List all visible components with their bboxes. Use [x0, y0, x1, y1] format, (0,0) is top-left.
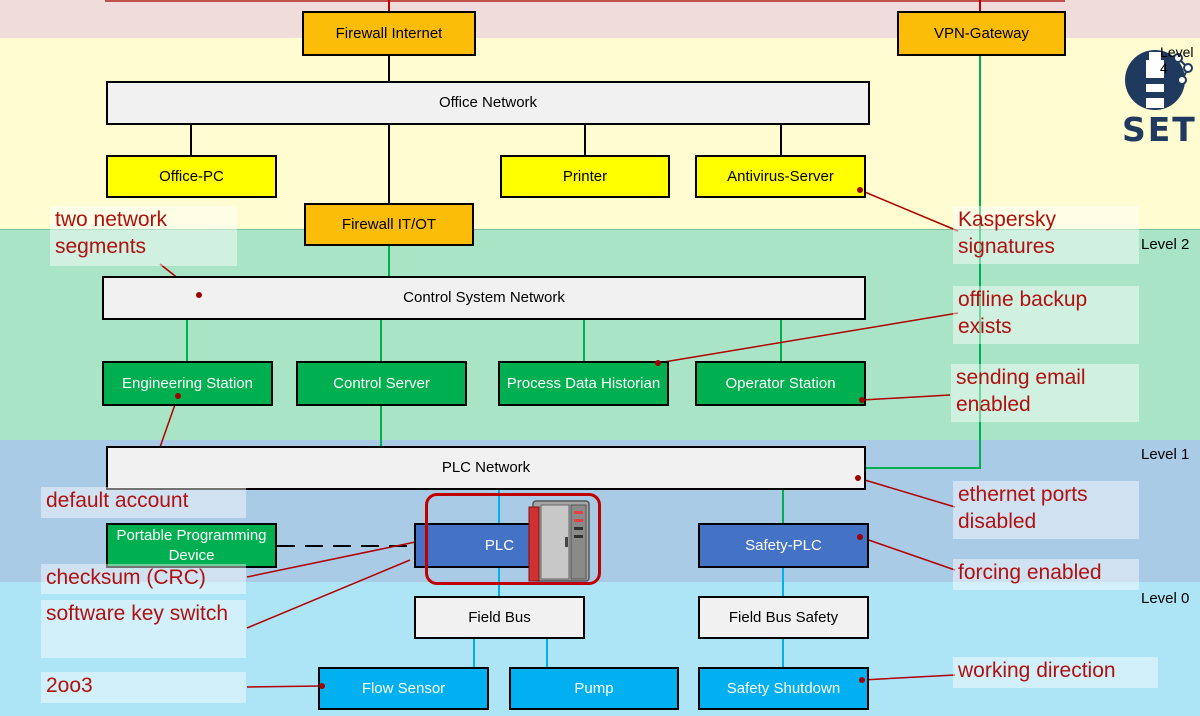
engineering-station[interactable]: Engineering Station	[102, 361, 273, 406]
firewall-internet[interactable]: Firewall Internet	[302, 11, 476, 56]
vpn-gateway[interactable]: VPN-Gateway	[897, 11, 1066, 56]
office-network[interactable]: Office Network	[106, 81, 870, 125]
control-system-network[interactable]: Control System Network	[102, 276, 866, 320]
safety-shutdown[interactable]: Safety Shutdown	[698, 667, 869, 710]
note-two-network-segments: two network segments	[50, 206, 237, 266]
note-checksum: checksum (CRC)	[41, 564, 246, 594]
level-0-label: Level 0	[1141, 590, 1190, 607]
field-bus[interactable]: Field Bus	[414, 596, 585, 639]
antivirus-server[interactable]: Antivirus-Server	[695, 155, 866, 198]
logo-text: SET	[1122, 110, 1197, 149]
field-bus-safety[interactable]: Field Bus Safety	[698, 596, 869, 639]
note-offline-backup: offline backup exists	[953, 286, 1139, 344]
note-forcing-enabled: forcing enabled	[953, 559, 1139, 590]
annotation-dot	[859, 677, 865, 683]
process-data-historian[interactable]: Process Data Historian	[498, 361, 669, 406]
level-2-label: Level 2	[1141, 236, 1190, 253]
annotation-dot	[857, 187, 863, 193]
note-sending-email: sending email enabled	[951, 364, 1139, 422]
safety-plc[interactable]: Safety-PLC	[698, 523, 869, 568]
flow-sensor[interactable]: Flow Sensor	[318, 667, 489, 710]
zone-control	[0, 229, 1200, 442]
operator-station[interactable]: Operator Station	[695, 361, 866, 406]
plc-network[interactable]: PLC Network	[106, 446, 866, 490]
firewall-it-ot[interactable]: Firewall IT/OT	[304, 203, 474, 246]
note-working-direction: working direction	[953, 657, 1158, 688]
note-kaspersky-signatures: Kaspersky signatures	[953, 206, 1139, 264]
note-default-account: default account	[41, 487, 246, 518]
control-cabinet-icon	[528, 500, 590, 582]
annotation-dot	[175, 393, 181, 399]
annotation-dot	[196, 292, 202, 298]
plc-highlight-frame	[425, 493, 601, 585]
pump[interactable]: Pump	[509, 667, 679, 710]
level-1-label: Level 1	[1141, 446, 1190, 463]
note-ethernet-ports: ethernet ports disabled	[953, 481, 1139, 539]
printer[interactable]: Printer	[500, 155, 670, 198]
lighthouse-network-icon	[1125, 50, 1193, 110]
office-pc[interactable]: Office-PC	[106, 155, 277, 198]
annotation-dot	[319, 683, 325, 689]
note-software-key-switch: software key switch	[41, 600, 246, 658]
note-2oo3: 2oo3	[41, 672, 246, 703]
portable-programming-device[interactable]: Portable Programming Device	[106, 523, 277, 568]
level-4-label: Level 4	[1160, 44, 1194, 76]
control-server[interactable]: Control Server	[296, 361, 467, 406]
annotation-dot	[855, 475, 861, 481]
annotation-dot	[655, 360, 661, 366]
annotation-dot	[857, 534, 863, 540]
annotation-dot	[859, 397, 865, 403]
